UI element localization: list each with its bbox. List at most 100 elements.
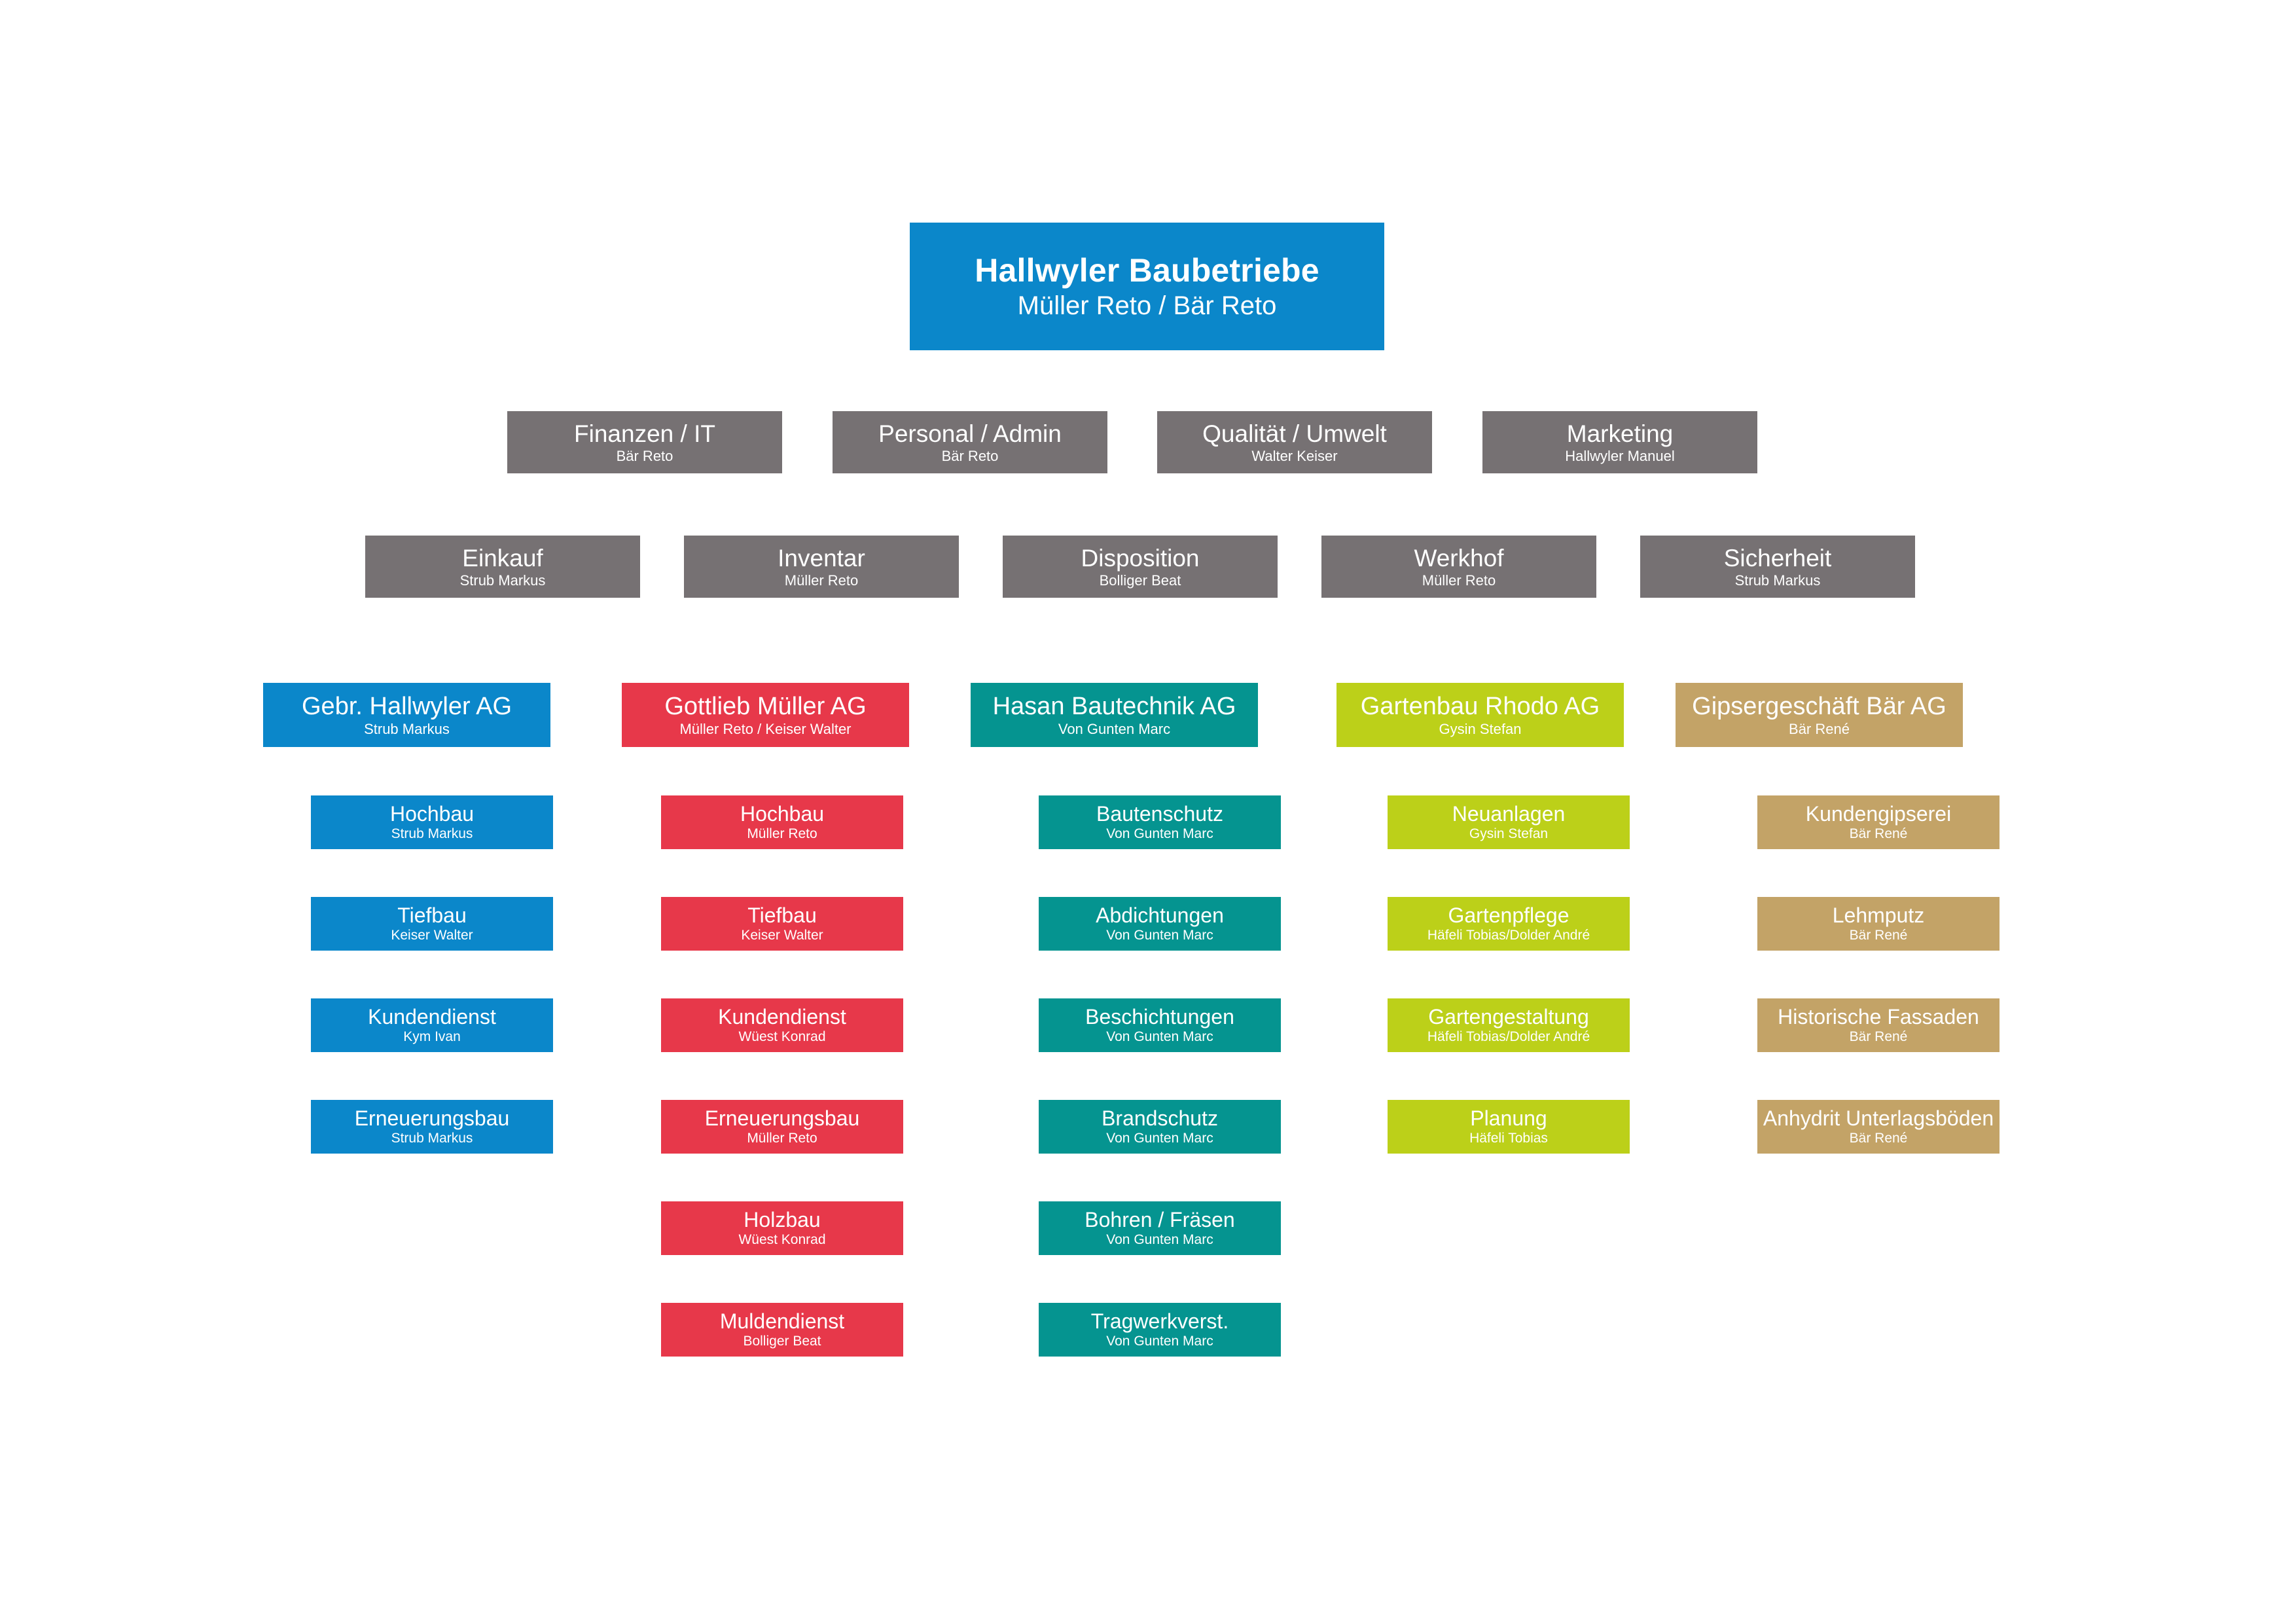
node-title: Anhydrit Unterlagsböden — [1763, 1106, 1994, 1130]
node-title: Beschichtungen — [1085, 1004, 1234, 1029]
node-title: Hallwyler Baubetriebe — [975, 251, 1319, 289]
node-person: Müller Reto — [747, 1130, 817, 1146]
node-person: Von Gunten Marc — [1106, 1231, 1213, 1247]
node-title: Planung — [1470, 1106, 1547, 1130]
node-person: Müller Reto / Bär Reto — [1017, 291, 1277, 320]
node-person: Bär Reto — [616, 447, 673, 464]
node-person: Keiser Walter — [741, 927, 823, 943]
node-person: Häfeli Tobias/Dolder André — [1427, 927, 1590, 943]
node-person: Bär René — [1789, 720, 1850, 737]
node-person: Häfeli Tobias — [1469, 1130, 1548, 1146]
node-person: Von Gunten Marc — [1106, 927, 1213, 943]
node-title: Erneuerungsbau — [704, 1106, 860, 1130]
node-title: Tiefbau — [397, 903, 467, 927]
node-title: Personal / Admin — [878, 420, 1062, 447]
node-title: Abdichtungen — [1096, 903, 1224, 927]
node-title: Gottlieb Müller AG — [664, 692, 867, 720]
node-person: Von Gunten Marc — [1106, 1130, 1213, 1146]
node-person: Kym Ivan — [403, 1029, 461, 1044]
node-title: Einkauf — [462, 544, 543, 572]
node-person: Gysin Stefan — [1469, 826, 1549, 841]
node-person: Walter Keiser — [1251, 447, 1338, 464]
node-person: Bär René — [1849, 1130, 1908, 1146]
node-title: Tragwerkverst. — [1090, 1309, 1229, 1333]
node-person: Gysin Stefan — [1439, 720, 1522, 737]
node-person: Von Gunten Marc — [1106, 1029, 1213, 1044]
node-title: Kundendienst — [718, 1004, 846, 1029]
node-title: Finanzen / IT — [574, 420, 715, 447]
node-title: Gartenbau Rhodo AG — [1360, 692, 1600, 720]
node-title: Hasan Bautechnik AG — [992, 692, 1236, 720]
node-person: Wüest Konrad — [738, 1231, 826, 1247]
node-title: Kundendienst — [368, 1004, 496, 1029]
node-person: Bär René — [1849, 927, 1908, 943]
node-title: Historische Fassaden — [1778, 1004, 1979, 1029]
node-title: Erneuerungsbau — [354, 1106, 510, 1130]
node-title: Lehmputz — [1832, 903, 1925, 927]
node-title: Neuanlagen — [1452, 801, 1566, 826]
node-person: Müller Reto — [747, 826, 817, 841]
node-title: Holzbau — [744, 1207, 821, 1231]
node-title: Sicherheit — [1723, 544, 1832, 572]
node-title: Inventar — [778, 544, 865, 572]
node-person: Häfeli Tobias/Dolder André — [1427, 1029, 1590, 1044]
node-person: Von Gunten Marc — [1106, 826, 1213, 841]
node-person: Wüest Konrad — [738, 1029, 826, 1044]
node-title: Gartenpflege — [1448, 903, 1570, 927]
node-person: Von Gunten Marc — [1058, 720, 1171, 737]
node-person: Strub Markus — [459, 572, 546, 589]
node-title: Gebr. Hallwyler AG — [302, 692, 512, 720]
unit-node-2-5[interactable]: Tragwerkverst.Von Gunten Marc — [1039, 1303, 1281, 1357]
node-person: Müller Reto — [784, 572, 859, 589]
node-title: Disposition — [1081, 544, 1200, 572]
node-person: Strub Markus — [364, 720, 450, 737]
node-title: Marketing — [1566, 420, 1674, 447]
node-title: Gipsergeschäft Bär AG — [1692, 692, 1946, 720]
node-title: Bohren / Fräsen — [1085, 1207, 1235, 1231]
node-person: Keiser Walter — [391, 927, 473, 943]
node-person: Bär René — [1849, 826, 1908, 841]
node-title: Qualität / Umwelt — [1202, 420, 1387, 447]
node-title: Muldendienst — [719, 1309, 845, 1333]
node-title: Tiefbau — [747, 903, 817, 927]
